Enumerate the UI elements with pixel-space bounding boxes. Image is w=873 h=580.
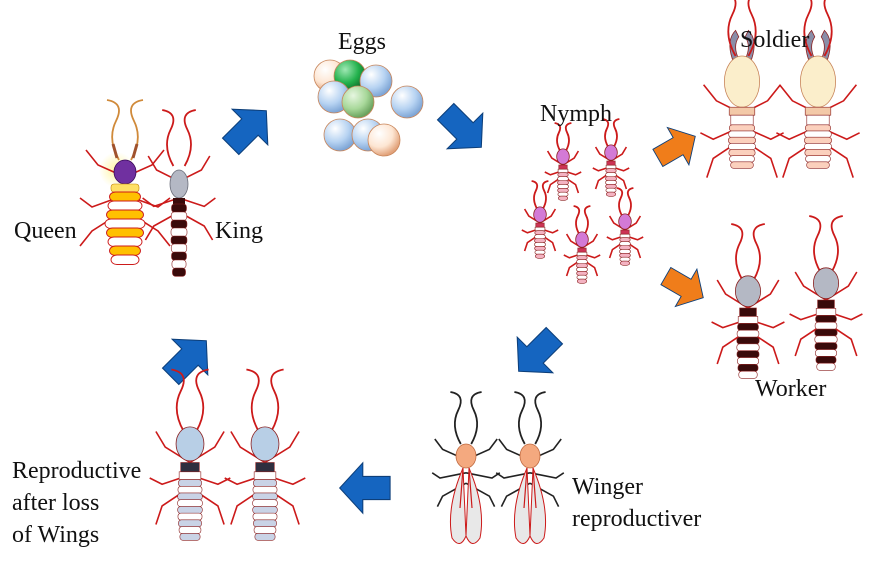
queen-termite [79, 99, 171, 265]
arrow-eggs-to-nymph [436, 102, 484, 150]
dealate-reproductive-termite [224, 368, 306, 541]
soldier-termite [700, 0, 784, 178]
winger-reproductive-label: Winger reproductiver [572, 474, 702, 532]
arrow-winger-to-reproductive [338, 461, 391, 515]
egg [323, 118, 357, 152]
arrow-queen-to-eggs [221, 108, 269, 156]
eggs-label: Eggs [338, 29, 386, 55]
nymph-termite [544, 122, 582, 201]
nymph-label: Nymph [540, 101, 612, 127]
arrow-nymph-to-soldier [652, 126, 696, 168]
egg [359, 64, 393, 98]
winged-reproductive-termite [495, 391, 565, 544]
worker-label: Worker [755, 376, 827, 402]
winged-reproductive-termite [431, 391, 501, 544]
nymph-termite [592, 118, 630, 197]
arrows-layer [161, 102, 704, 515]
reproductive-after-wing-loss-label: Reproductive after loss of Wings [12, 458, 142, 548]
nymph-termite [563, 205, 601, 284]
arrow-nymph-to-winger [516, 326, 564, 374]
queen-label: Queen [14, 218, 77, 244]
worker-termite [789, 215, 863, 371]
arrow-nymph-to-worker [660, 266, 704, 308]
worker-termite [711, 223, 785, 379]
king-termite [142, 109, 216, 277]
dealate-reproductive-termite [149, 368, 231, 541]
nymph-termite [521, 180, 559, 259]
soldier-label: Soldier [740, 27, 810, 53]
insects-layer [79, 0, 863, 544]
arrow-reproductive-to-queen [161, 338, 209, 386]
egg [367, 123, 401, 157]
king-label: King [215, 218, 263, 244]
egg [390, 85, 424, 119]
egg [341, 85, 375, 119]
soldier-termite [776, 0, 860, 178]
nymph-termite [606, 187, 644, 266]
egg-cluster [313, 59, 424, 157]
